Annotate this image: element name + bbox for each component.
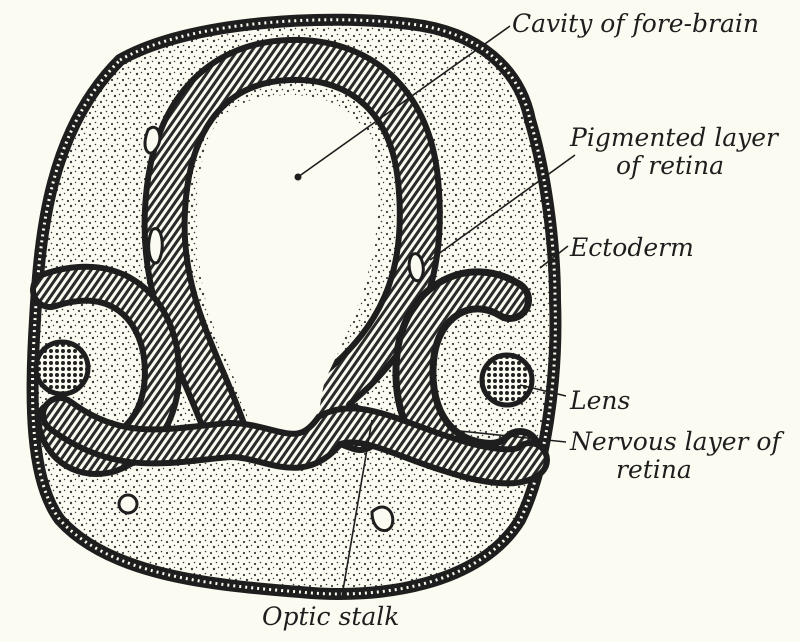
label-cavity-of-fore-brain: Cavity of fore-brain [512, 10, 759, 38]
label-nervous-line2: retina [570, 456, 781, 484]
right-lens [482, 355, 532, 405]
label-optic-stalk: Optic stalk [262, 603, 399, 631]
label-pigmented-layer: Pigmented layer of retina [570, 124, 778, 180]
label-pigmented-line2: of retina [570, 152, 778, 180]
label-lens: Lens [570, 387, 630, 415]
label-nervous-layer: Nervous layer of retina [570, 428, 781, 484]
label-nervous-line1: Nervous layer of [570, 428, 781, 456]
label-ectoderm: Ectoderm [570, 234, 694, 262]
left-lens [36, 342, 88, 394]
label-pigmented-line1: Pigmented layer [570, 124, 778, 152]
